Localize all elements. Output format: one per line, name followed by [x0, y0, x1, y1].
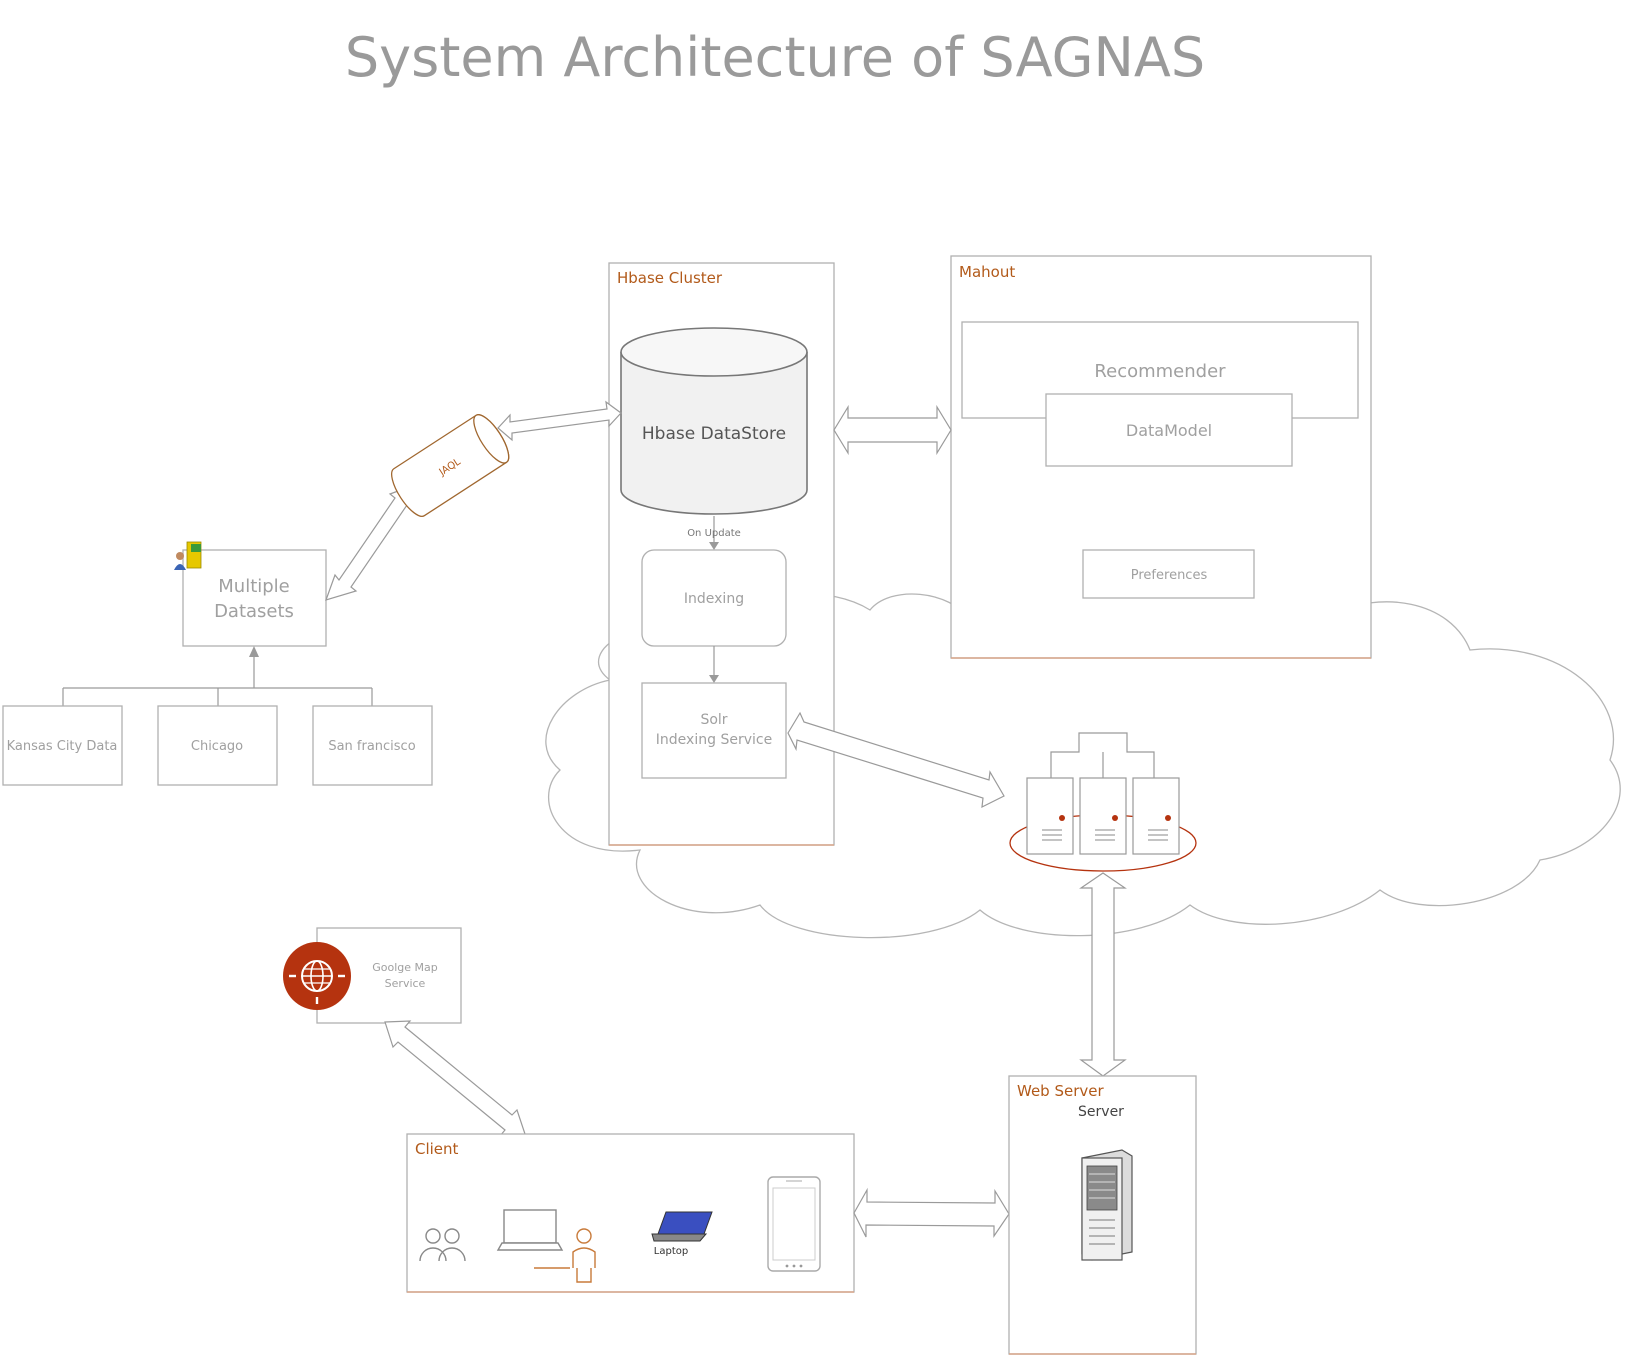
client-webserver-arrow — [853, 1187, 1010, 1238]
hbase-mahout-arrow — [833, 404, 952, 456]
solr-cluster-arrow — [787, 711, 1005, 809]
multiple-datasets-box — [182, 549, 327, 647]
chicago-box — [157, 705, 278, 786]
diagram-title: System Architecture of SAGNAS — [345, 26, 1205, 89]
multiple-datasets-line1: Multiple — [218, 576, 290, 597]
users-icon — [419, 1228, 466, 1262]
google-map-label-line2: Service — [385, 977, 426, 990]
kansas-city-data-label: Kansas City Data — [7, 739, 118, 754]
dataset-connector — [62, 646, 373, 706]
server-icon-3 — [1132, 777, 1180, 855]
solr-indexing-service-label: Indexing Service — [656, 732, 772, 748]
chicago-label: Chicago — [191, 739, 243, 754]
laptop-user-icon — [496, 1209, 596, 1283]
laptop-icon — [651, 1211, 713, 1242]
server-icon-1 — [1026, 777, 1074, 855]
preferences-label: Preferences — [1131, 568, 1208, 583]
mobile-phone-icon — [767, 1176, 821, 1272]
datamodel-label: DataModel — [1126, 421, 1212, 440]
recommender-label: Recommender — [1094, 361, 1226, 382]
laptop-label: Laptop — [654, 1246, 688, 1257]
client-title: Client — [415, 1140, 459, 1158]
indexing-label: Indexing — [684, 591, 744, 607]
multiple-datasets-line2: Datasets — [214, 601, 294, 622]
on-update-label: On Update — [687, 528, 741, 539]
jaql-cylinder: JAQL — [391, 414, 510, 517]
mahout-title: Mahout — [959, 263, 1015, 281]
hbase-datastore-cylinder — [620, 327, 808, 515]
preferences-box — [1082, 549, 1255, 599]
hbase-datastore-label: Hbase DataStore — [642, 424, 786, 444]
web-server-subtitle: Server — [1078, 1104, 1124, 1120]
dataset-icon — [174, 541, 202, 570]
datamodel-box — [1045, 393, 1293, 467]
san-francisco-label: San francisco — [328, 739, 415, 754]
google-map-label-line1: Goolge Map — [372, 961, 438, 974]
globe-icon — [283, 942, 351, 1010]
web-server-title: Web Server — [1017, 1082, 1104, 1100]
solr-indexing-service-box — [641, 682, 787, 779]
solr-label: Solr — [700, 712, 727, 728]
hbase-cluster-title: Hbase Cluster — [617, 269, 723, 287]
server-tower-icon — [1081, 1149, 1133, 1261]
map-client-arrow — [384, 1020, 526, 1137]
kansas-city-data-box — [2, 705, 123, 786]
server-cluster — [1009, 732, 1197, 872]
jaql-datastore-arrow — [497, 400, 622, 442]
server-icon-2 — [1079, 777, 1127, 855]
san-francisco-box — [312, 705, 433, 786]
